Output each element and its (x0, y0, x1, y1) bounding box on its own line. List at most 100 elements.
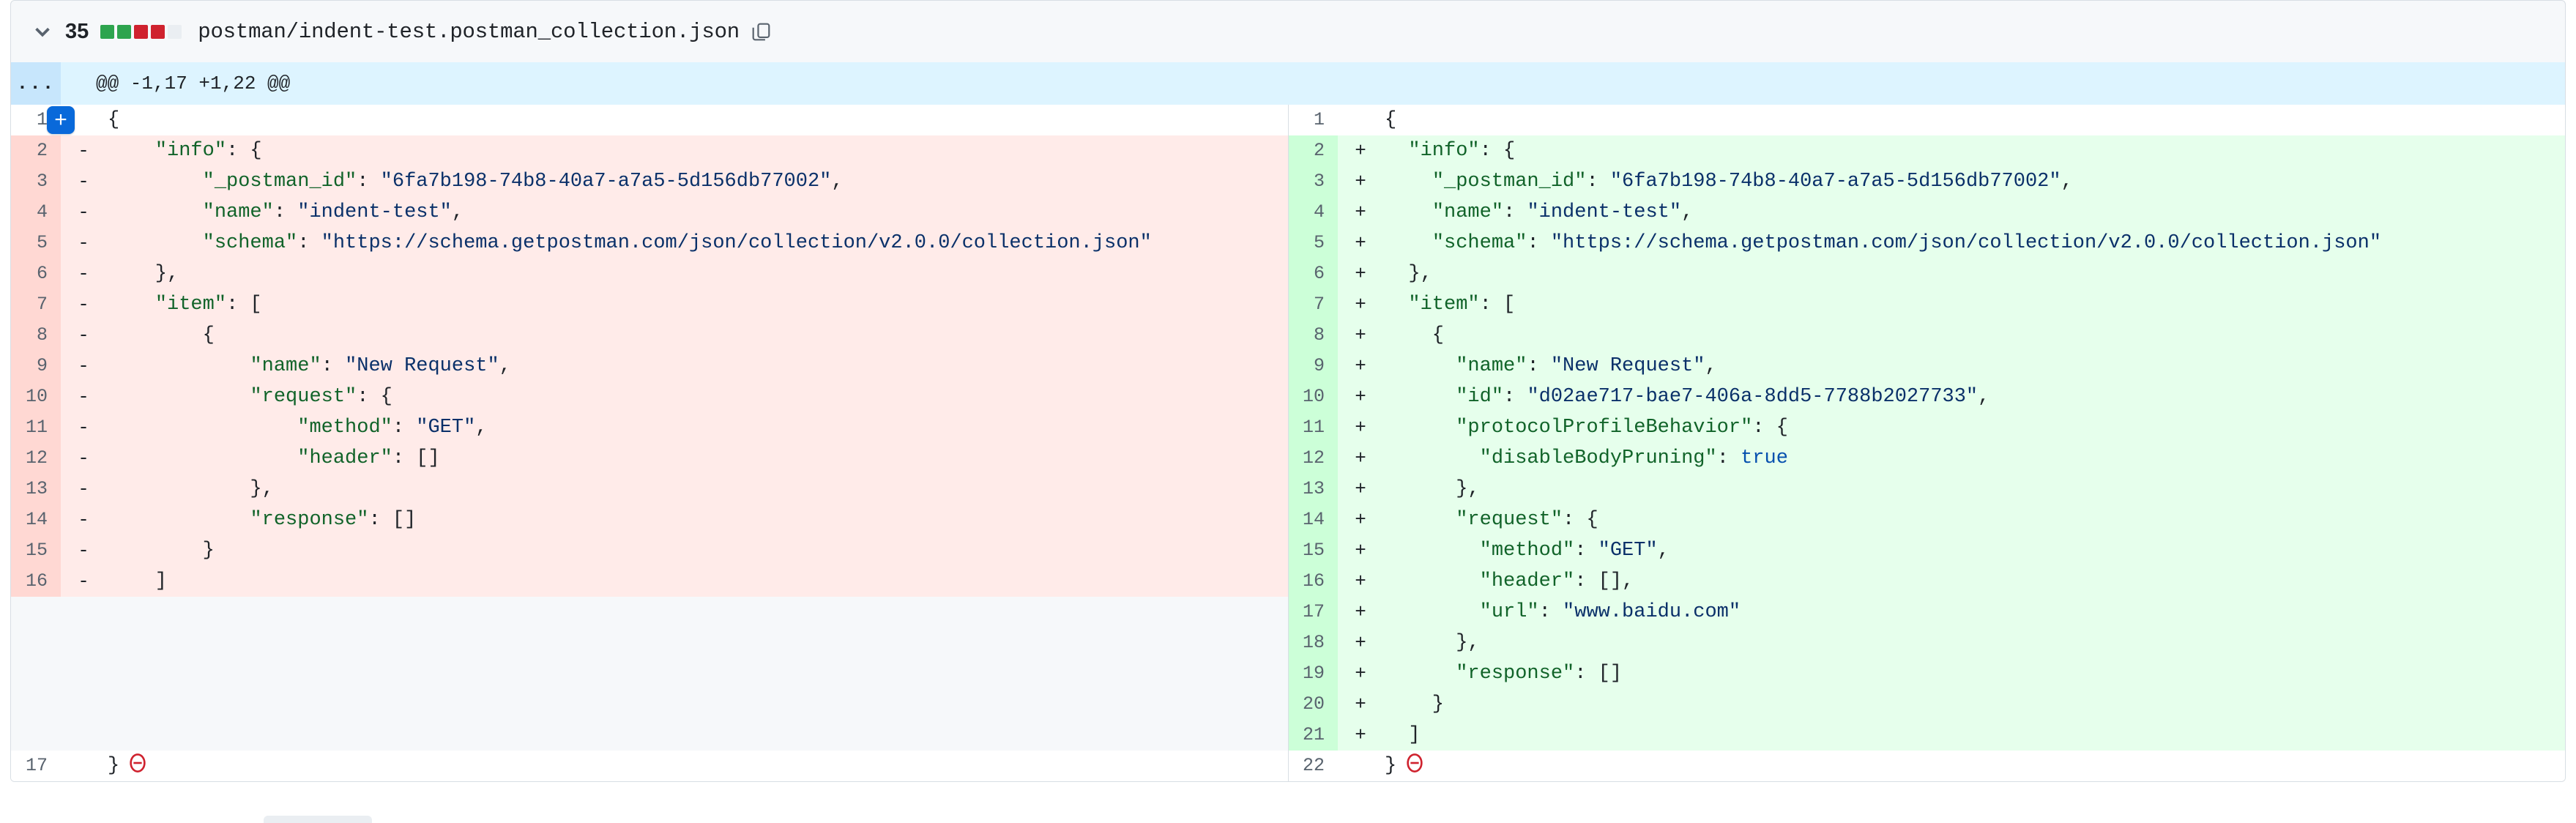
left-line-number[interactable] (11, 597, 61, 628)
right-code-line[interactable]: "disableBodyPruning": true (1383, 443, 2565, 474)
right-line-number[interactable]: 6 (1288, 258, 1338, 289)
right-line-number[interactable]: 9 (1288, 351, 1338, 381)
left-code-line[interactable]: { (106, 320, 1289, 351)
right-code-line[interactable]: "item": [ (1383, 289, 2565, 320)
left-line-number[interactable] (11, 689, 61, 720)
right-line-number[interactable]: 16 (1288, 566, 1338, 597)
left-line-number[interactable]: 10 (11, 381, 61, 412)
left-code-line[interactable]: } (106, 535, 1289, 566)
right-code-line[interactable]: "request": { (1383, 504, 2565, 535)
right-line-number[interactable]: 17 (1288, 597, 1338, 628)
right-code-line[interactable]: "url": "www.baidu.com" (1383, 597, 2565, 628)
left-diff-sign: - (61, 197, 106, 228)
right-line-number[interactable]: 21 (1288, 720, 1338, 751)
expand-hunk-button[interactable]: ... (11, 62, 61, 105)
right-code-line[interactable]: "name": "indent-test", (1383, 197, 2565, 228)
left-line-number[interactable]: 1+ (11, 105, 75, 135)
right-line-number[interactable]: 12 (1288, 443, 1338, 474)
right-code-line[interactable]: "protocolProfileBehavior": { (1383, 412, 2565, 443)
left-code-line[interactable]: "method": "GET", (106, 412, 1289, 443)
left-code-line[interactable] (106, 658, 1289, 689)
copy-icon[interactable] (750, 21, 772, 42)
right-code-line[interactable]: "method": "GET", (1383, 535, 2565, 566)
left-code-line[interactable]: "request": { (106, 381, 1289, 412)
left-line-number[interactable]: 3 (11, 166, 61, 197)
left-line-number[interactable]: 11 (11, 412, 61, 443)
diff-row: 2- "info": {2+ "info": { (11, 135, 2565, 166)
right-code-line[interactable]: "id": "d02ae717-bae7-406a-8dd5-7788b2027… (1383, 381, 2565, 412)
left-code-line[interactable]: ] (106, 566, 1289, 597)
left-code-line[interactable]: }, (106, 474, 1289, 504)
left-code-line[interactable]: "schema": "https://schema.getpostman.com… (106, 228, 1289, 258)
left-line-number[interactable]: 17 (11, 751, 61, 781)
right-code-line[interactable]: ] (1383, 720, 2565, 751)
right-line-number[interactable]: 4 (1288, 197, 1338, 228)
left-code-line[interactable]: { (106, 105, 1289, 135)
right-line-number[interactable]: 19 (1288, 658, 1338, 689)
right-line-number[interactable]: 8 (1288, 320, 1338, 351)
left-line-number[interactable]: 12 (11, 443, 61, 474)
left-diff-sign: - (61, 289, 106, 320)
left-line-number[interactable] (11, 720, 61, 751)
right-line-number[interactable]: 18 (1288, 628, 1338, 658)
right-code-line[interactable]: } (1383, 689, 2565, 720)
chevron-down-icon[interactable] (30, 19, 55, 44)
right-line-number[interactable]: 22 (1288, 751, 1338, 781)
right-line-number[interactable]: 3 (1288, 166, 1338, 197)
left-code-line[interactable]: "info": { (106, 135, 1289, 166)
right-line-number[interactable]: 15 (1288, 535, 1338, 566)
left-line-number[interactable]: 16 (11, 566, 61, 597)
diff-row: 19+ "response": [] (11, 658, 2565, 689)
right-line-number[interactable]: 13 (1288, 474, 1338, 504)
right-code-line[interactable]: }, (1383, 258, 2565, 289)
right-code-line[interactable]: } (1383, 751, 2565, 781)
left-line-number[interactable]: 2 (11, 135, 61, 166)
left-line-number[interactable]: 15 (11, 535, 61, 566)
left-line-number[interactable]: 13 (11, 474, 61, 504)
left-line-number[interactable]: 8 (11, 320, 61, 351)
right-code-line[interactable]: "header": [], (1383, 566, 2565, 597)
left-code-line[interactable]: "_postman_id": "6fa7b198-74b8-40a7-a7a5-… (106, 166, 1289, 197)
left-code-line[interactable] (106, 720, 1289, 751)
right-line-number[interactable]: 1 (1288, 105, 1338, 135)
right-line-number[interactable]: 11 (1288, 412, 1338, 443)
right-code-line[interactable]: "response": [] (1383, 658, 2565, 689)
right-code-line[interactable]: { (1383, 105, 2565, 135)
left-code-line[interactable] (106, 597, 1289, 628)
left-line-number[interactable] (11, 658, 61, 689)
left-code-line[interactable]: } (106, 751, 1289, 781)
right-code-line[interactable]: "name": "New Request", (1383, 351, 2565, 381)
left-code-line[interactable]: "name": "New Request", (106, 351, 1289, 381)
file-path[interactable]: postman/indent-test.postman_collection.j… (198, 19, 740, 44)
left-code-line[interactable] (106, 689, 1289, 720)
left-line-number[interactable]: 7 (11, 289, 61, 320)
right-line-number[interactable]: 10 (1288, 381, 1338, 412)
right-code-line[interactable]: }, (1383, 474, 2565, 504)
right-line-number[interactable]: 5 (1288, 228, 1338, 258)
left-line-number[interactable] (11, 628, 61, 658)
right-code-line[interactable]: "info": { (1383, 135, 2565, 166)
left-code-line[interactable]: "item": [ (106, 289, 1289, 320)
left-line-number[interactable]: 6 (11, 258, 61, 289)
right-line-number[interactable]: 14 (1288, 504, 1338, 535)
right-code-line[interactable]: "_postman_id": "6fa7b198-74b8-40a7-a7a5-… (1383, 166, 2565, 197)
right-diff-sign: + (1338, 412, 1383, 443)
left-diff-sign: - (61, 566, 106, 597)
right-code-line[interactable]: }, (1383, 628, 2565, 658)
left-code-line[interactable]: "name": "indent-test", (106, 197, 1289, 228)
right-code-line[interactable]: { (1383, 320, 2565, 351)
left-line-number[interactable]: 14 (11, 504, 61, 535)
left-code-line[interactable]: }, (106, 258, 1289, 289)
left-line-number[interactable]: 5 (11, 228, 61, 258)
right-line-number[interactable]: 20 (1288, 689, 1338, 720)
add-comment-button[interactable]: + (47, 106, 75, 134)
right-line-number[interactable]: 7 (1288, 289, 1338, 320)
left-code-line[interactable] (106, 628, 1289, 658)
left-line-number[interactable]: 9 (11, 351, 61, 381)
left-code-line[interactable]: "response": [] (106, 504, 1289, 535)
file-header-container: 35 postman/indent-test.postman_collectio… (10, 0, 2566, 62)
left-line-number[interactable]: 4 (11, 197, 61, 228)
right-line-number[interactable]: 2 (1288, 135, 1338, 166)
left-code-line[interactable]: "header": [] (106, 443, 1289, 474)
right-code-line[interactable]: "schema": "https://schema.getpostman.com… (1383, 228, 2565, 258)
